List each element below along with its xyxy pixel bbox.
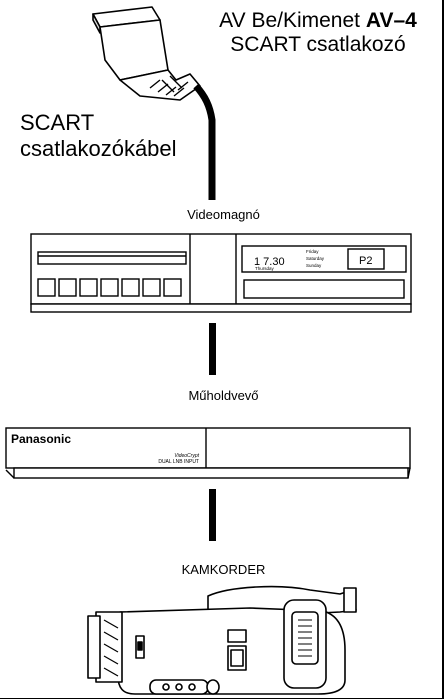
satellite-receiver-icon xyxy=(5,427,411,479)
camcorder-label: KAMKORDER xyxy=(181,562,266,577)
connector-subtitle: SCART csatlakozó xyxy=(230,33,406,56)
scart-plug-icon xyxy=(92,6,201,101)
vcr-day-3: Sunday xyxy=(306,263,322,268)
satellite-badge-line2: DUAL LNB INPUT xyxy=(158,459,199,465)
vcr-display-time: 1 7.30 xyxy=(254,256,285,268)
satellite-badge-line1: VideoCrypt xyxy=(174,453,199,459)
vcr-channel-box xyxy=(347,248,385,270)
connector-vcr-satellite xyxy=(209,323,216,375)
vcr-display-sub: Thursday xyxy=(255,266,275,271)
connector-title-prefix: AV Be/Kimenet xyxy=(219,9,366,32)
cable-label-line2: csatlakozókábel xyxy=(20,136,177,161)
vcr-label: Videomagnó xyxy=(187,207,260,222)
vcr-day-2: Saturday xyxy=(306,256,325,261)
connector-satellite-camcorder xyxy=(209,489,216,541)
connector-title: AV Be/Kimenet AV–4 xyxy=(192,9,444,33)
connector-title-bold: AV–4 xyxy=(365,9,417,32)
vcr-day-1: Friday xyxy=(306,249,319,254)
scart-cable xyxy=(193,83,216,200)
vcr-display xyxy=(241,245,407,273)
cable-label-line1: SCART xyxy=(20,110,95,135)
satellite-label: Műholdvevő xyxy=(188,388,259,403)
vcr-icon xyxy=(30,233,412,313)
satellite-brand: Panasonic xyxy=(11,432,71,446)
vcr-channel: P2 xyxy=(359,255,372,267)
camcorder-icon xyxy=(87,585,357,695)
